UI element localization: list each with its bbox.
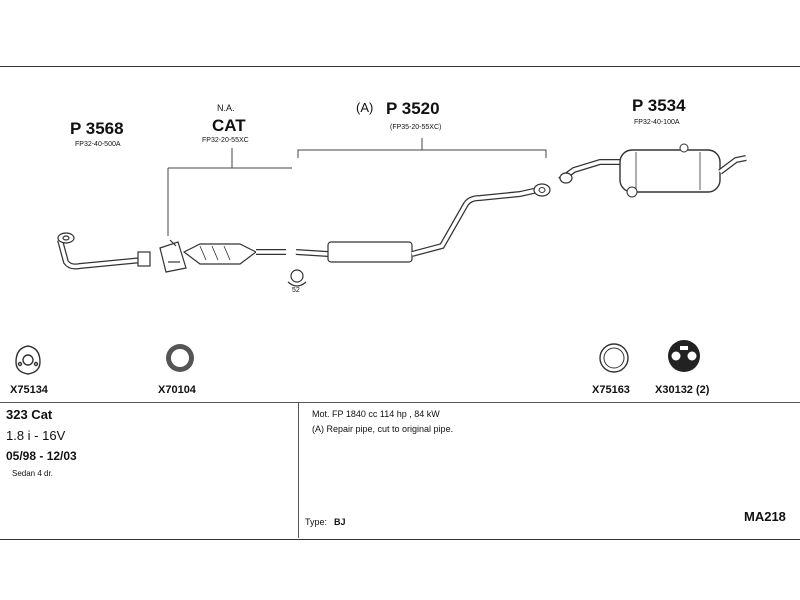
rear-muffler-part	[558, 143, 747, 198]
ring-icon	[166, 344, 194, 372]
part-ref-cat: FP32-20-55XC	[202, 137, 249, 144]
diagram-frame	[0, 66, 800, 540]
front-pipe-part	[57, 232, 151, 270]
vehicle-engine: 1.8 i - 16V	[6, 428, 66, 443]
part-number-p3520: P 3520	[386, 99, 440, 118]
clamp-part	[287, 269, 307, 287]
clamp-label: 52	[292, 287, 300, 294]
part-ref-p3568: FP32-40-500A	[75, 141, 121, 148]
notes-line-1: Mot. FP 1840 cc 114 hp , 84 kW	[312, 409, 440, 419]
bracket-lines	[167, 138, 547, 236]
accessory-code-x75134: X75134	[10, 384, 48, 396]
accessory-code-x75163: X75163	[592, 384, 630, 396]
part-ref-p3520: (FP35-20-55XC)	[390, 124, 442, 131]
rubber-hanger-icon	[668, 340, 700, 372]
part-number-cat: CAT	[212, 116, 246, 135]
accessory-code-x30132: X30132 (2)	[655, 384, 710, 396]
cat-na-label: N.A.	[217, 103, 235, 113]
accessory-code-x70104: X70104	[158, 384, 196, 396]
part-number-p3568: P 3568	[70, 119, 124, 138]
part-ref-p3534: FP32-40-100A	[634, 119, 680, 126]
gasket-icon	[15, 345, 41, 375]
catalytic-converter-part	[159, 239, 286, 273]
notes-line-2: (A) Repair pipe, cut to original pipe.	[312, 424, 454, 434]
type-value: BJ	[334, 517, 346, 527]
vehicle-dates: 05/98 - 12/03	[6, 449, 77, 463]
part-number-p3534: P 3534	[632, 96, 686, 115]
type-label: Type:	[305, 517, 328, 527]
kit-code: MA218	[744, 509, 786, 524]
column-divider	[298, 402, 299, 538]
section-divider	[0, 402, 800, 403]
vehicle-body: Sedan 4 dr.	[12, 469, 53, 478]
vehicle-model: 323 Cat	[6, 407, 53, 422]
thin-ring-icon	[599, 343, 629, 373]
intermediate-pipe-part	[295, 183, 551, 263]
part-prefix-p3520: (A)	[356, 100, 374, 115]
